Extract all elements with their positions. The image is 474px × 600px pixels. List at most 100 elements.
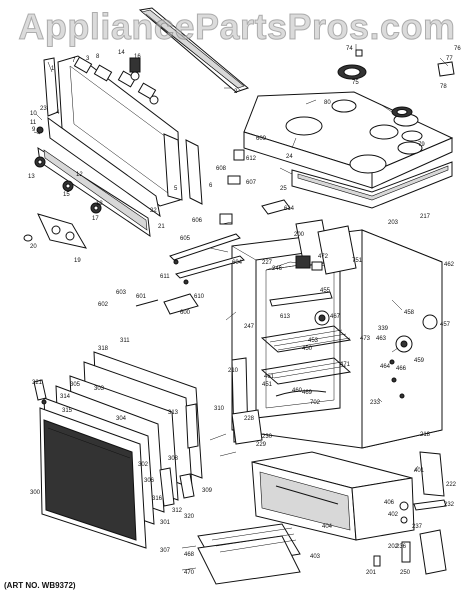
timer-knob-small[interactable] <box>23 234 33 242</box>
panel-end-caps <box>43 57 203 205</box>
art-number-label: (ART NO. WB9372) <box>4 581 76 590</box>
oven-thermostat[interactable] <box>129 57 141 81</box>
callout-314: 314 <box>60 394 71 400</box>
callout-10: 10 <box>30 111 37 117</box>
oven-door-latch[interactable] <box>135 293 199 315</box>
callout-601: 601 <box>136 294 147 300</box>
knobs[interactable] <box>34 126 102 214</box>
callout-402: 402 <box>388 512 399 518</box>
callout-309: 309 <box>202 488 213 494</box>
callout-247: 247 <box>244 324 255 330</box>
top-hinge-brackets[interactable] <box>169 233 245 285</box>
callout-210: 210 <box>228 368 239 374</box>
leader-lines <box>33 44 449 571</box>
callout-604: 604 <box>232 260 243 266</box>
callout-250: 250 <box>400 570 411 576</box>
callout-200: 200 <box>294 232 305 238</box>
callout-217: 217 <box>420 214 431 220</box>
oven-vent-duct[interactable] <box>295 219 357 275</box>
bake-broil-elements[interactable] <box>269 291 333 397</box>
callout-318: 318 <box>98 346 109 352</box>
callout-462: 462 <box>444 262 455 268</box>
callout-232: 232 <box>444 502 455 508</box>
callout-303: 303 <box>94 386 105 392</box>
door-handle-trim[interactable] <box>33 379 47 405</box>
callout-605: 605 <box>180 236 191 242</box>
callout-610: 610 <box>194 294 205 300</box>
leveling-legs[interactable] <box>373 529 447 575</box>
callout-13: 13 <box>28 174 35 180</box>
callout-20: 20 <box>30 244 37 250</box>
callout-608: 608 <box>216 166 227 172</box>
oven-door-assembly[interactable] <box>39 351 203 549</box>
callout-609: 609 <box>256 136 267 142</box>
control-panel-front[interactable] <box>37 116 161 238</box>
oven-light-assembly[interactable] <box>314 310 330 326</box>
callout-80: 80 <box>324 100 331 106</box>
side-trim[interactable] <box>231 357 263 445</box>
callout-406: 406 <box>384 500 395 506</box>
infinite-switch-bracket[interactable] <box>295 255 323 271</box>
callout-315: 315 <box>62 408 73 414</box>
callout-464: 464 <box>380 364 391 370</box>
right-side-screws <box>389 359 405 399</box>
top-trim-strip[interactable] <box>138 7 250 93</box>
callout-457: 457 <box>440 322 451 328</box>
callout-310: 310 <box>214 406 225 412</box>
callout-78: 78 <box>440 84 447 90</box>
callout-306: 306 <box>144 478 155 484</box>
callout-4: 4 <box>56 110 60 116</box>
cooktop-surface[interactable] <box>243 91 454 189</box>
callout-230: 230 <box>262 434 273 440</box>
callout-472: 472 <box>318 254 329 260</box>
callout-466: 466 <box>396 366 407 372</box>
callout-459: 459 <box>414 358 425 364</box>
callout-311: 311 <box>120 338 130 344</box>
broiler-pan[interactable] <box>197 523 301 585</box>
door-hinges[interactable] <box>159 403 199 507</box>
callout-403: 403 <box>310 554 321 560</box>
callout-236: 236 <box>396 544 407 550</box>
callout-222: 222 <box>446 482 457 488</box>
callout-9: 9 <box>32 127 36 133</box>
burner-receptacle[interactable] <box>355 49 455 77</box>
callout-18: 18 <box>96 201 103 207</box>
callout-233: 233 <box>370 400 381 406</box>
callout-246: 246 <box>272 266 283 272</box>
callout-6: 6 <box>209 183 213 189</box>
infinite-switches[interactable] <box>73 56 159 105</box>
callout-1: 1 <box>51 66 55 72</box>
callout-2: 2 <box>234 89 238 95</box>
callout-300: 300 <box>30 490 41 496</box>
callout-473: 473 <box>360 336 371 342</box>
callout-463: 463 <box>376 336 387 342</box>
callout-461: 461 <box>264 374 275 380</box>
callout-612: 612 <box>246 156 257 162</box>
callout-22: 22 <box>150 208 157 214</box>
oven-rack[interactable] <box>260 325 352 385</box>
callout-401: 401 <box>414 468 425 474</box>
callout-237: 237 <box>412 524 423 530</box>
drawer-slide-parts[interactable] <box>399 451 447 524</box>
clock-timer[interactable] <box>37 213 88 249</box>
callout-14: 14 <box>118 50 125 56</box>
thermostat-knob-right[interactable] <box>395 314 438 353</box>
callout-74: 74 <box>346 46 353 52</box>
callout-21: 21 <box>158 224 165 230</box>
callout-202: 202 <box>388 544 399 550</box>
callout-316: 316 <box>152 496 163 502</box>
callout-611: 611 <box>160 274 170 280</box>
callout-301: 301 <box>160 520 171 526</box>
callout-453: 453 <box>308 338 319 344</box>
callout-305: 305 <box>70 382 81 388</box>
callout-602: 602 <box>98 302 109 308</box>
callout-labels: 1 2 3 4 5 6 7 8 9 10 11 12 13 14 15 16 1… <box>28 46 461 576</box>
callout-25: 25 <box>280 186 287 192</box>
callout-613: 613 <box>280 314 291 320</box>
main-top-frame[interactable] <box>291 161 453 209</box>
callout-455: 455 <box>320 288 331 294</box>
storage-drawer[interactable] <box>251 451 415 541</box>
surface-units[interactable] <box>337 64 413 118</box>
callout-451: 451 <box>262 382 273 388</box>
